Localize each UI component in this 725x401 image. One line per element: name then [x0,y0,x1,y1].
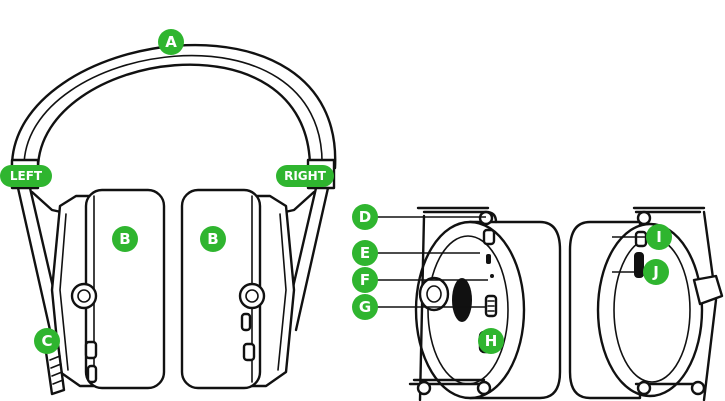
svg-text:H: H [485,332,498,350]
headband-inner [38,65,310,168]
svg-text:F: F [360,271,370,289]
headband [12,45,335,168]
callout-f: F [352,267,378,293]
svg-text:J: J [652,263,659,281]
left-side-label: LEFT [0,165,52,187]
left-ear-cushion [86,190,164,388]
svg-text:G: G [359,298,371,316]
callout-i: I [646,224,672,250]
svg-text:LEFT: LEFT [10,169,43,183]
callout-a: A [158,29,184,55]
svg-text:A: A [165,33,177,51]
svg-text:D: D [359,208,371,226]
left-hinge-knob [72,284,96,308]
right-side-label: RIGHT [276,165,334,187]
callout-d: D [352,204,378,230]
callout-e: E [352,240,378,266]
svg-text:B: B [119,230,130,248]
svg-text:RIGHT: RIGHT [284,169,327,183]
callout-h: H [478,328,504,354]
svg-text:C: C [41,332,52,350]
callout-b-left: B [112,226,138,252]
right-hinge-knob [240,284,264,308]
svg-text:B: B [207,230,218,248]
callout-g: G [352,294,378,320]
callout-c: C [34,328,60,354]
callout-b-right: B [200,226,226,252]
side-view-left-earcup [410,208,560,400]
front-view-headset [12,45,335,394]
callout-j: J [643,259,669,285]
svg-text:E: E [360,244,370,262]
svg-text:I: I [656,228,662,246]
